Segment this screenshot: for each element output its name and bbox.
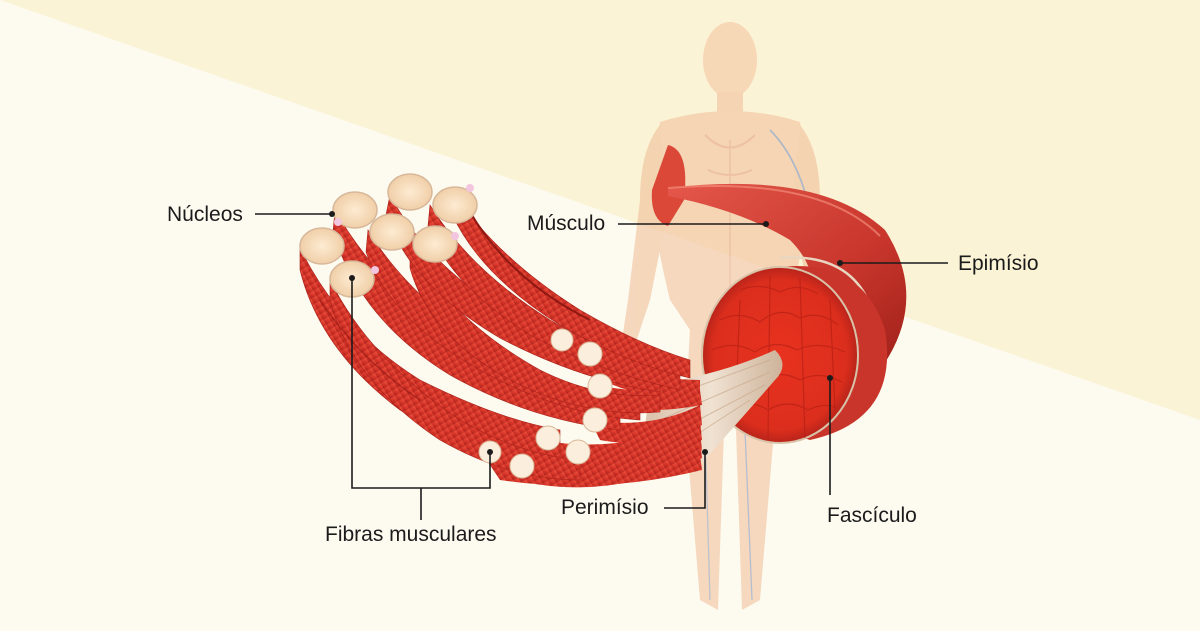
arm-muscle-highlight bbox=[651, 145, 686, 226]
label-fibras-musculares: Fibras musculares bbox=[325, 523, 497, 546]
label-fasciculo: Fascículo bbox=[827, 504, 917, 527]
muscle-fibers bbox=[299, 194, 702, 488]
leader-dots bbox=[329, 211, 843, 455]
label-musculo: Músculo bbox=[527, 212, 606, 235]
fiber-end-caps bbox=[299, 173, 613, 479]
label-epimisio: Epimísio bbox=[958, 252, 1039, 275]
label-nucleos: Núcleos bbox=[167, 203, 243, 226]
perimisio-leader-line bbox=[664, 452, 706, 509]
leader-lines bbox=[255, 213, 948, 520]
label-perimisio: Perimísio bbox=[561, 496, 649, 519]
